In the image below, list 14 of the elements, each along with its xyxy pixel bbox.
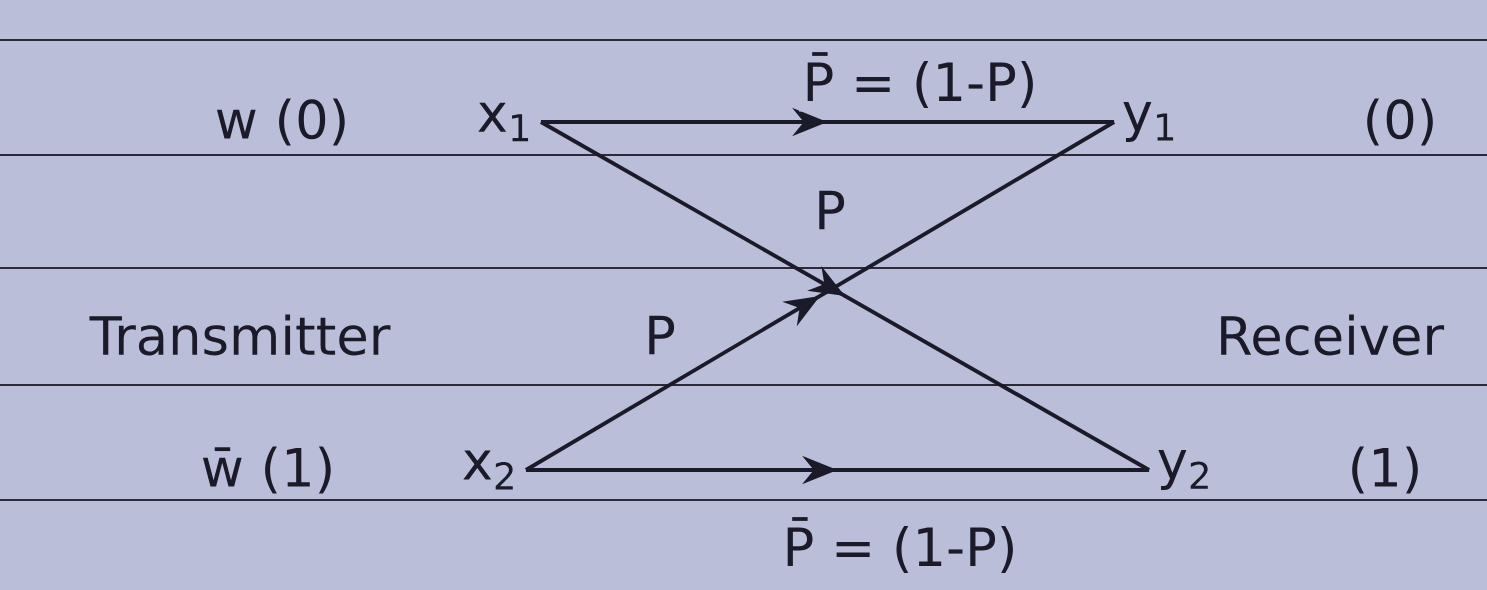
side-label: Transmitter [89, 314, 391, 356]
state-label: w̄ (1) [202, 446, 331, 494]
state-label: (1) [1352, 446, 1418, 494]
edge-label: P [810, 187, 850, 233]
edge-label: P̄ = (1-P) [799, 48, 1041, 112]
symbol-label: x$_{2}$ [463, 450, 513, 490]
state-label: (0) [1367, 98, 1433, 146]
symbol-label: x$_{1}$ [478, 102, 529, 142]
edge-label: P [640, 312, 680, 358]
side-label: Receiver [1221, 314, 1445, 356]
edge-label: P̄ = (1-P) [779, 513, 1021, 577]
symbol-label: y$_{2}$ [1158, 450, 1208, 490]
symbol-label: y$_{1}$ [1123, 102, 1174, 142]
state-label: w (0) [216, 98, 345, 146]
